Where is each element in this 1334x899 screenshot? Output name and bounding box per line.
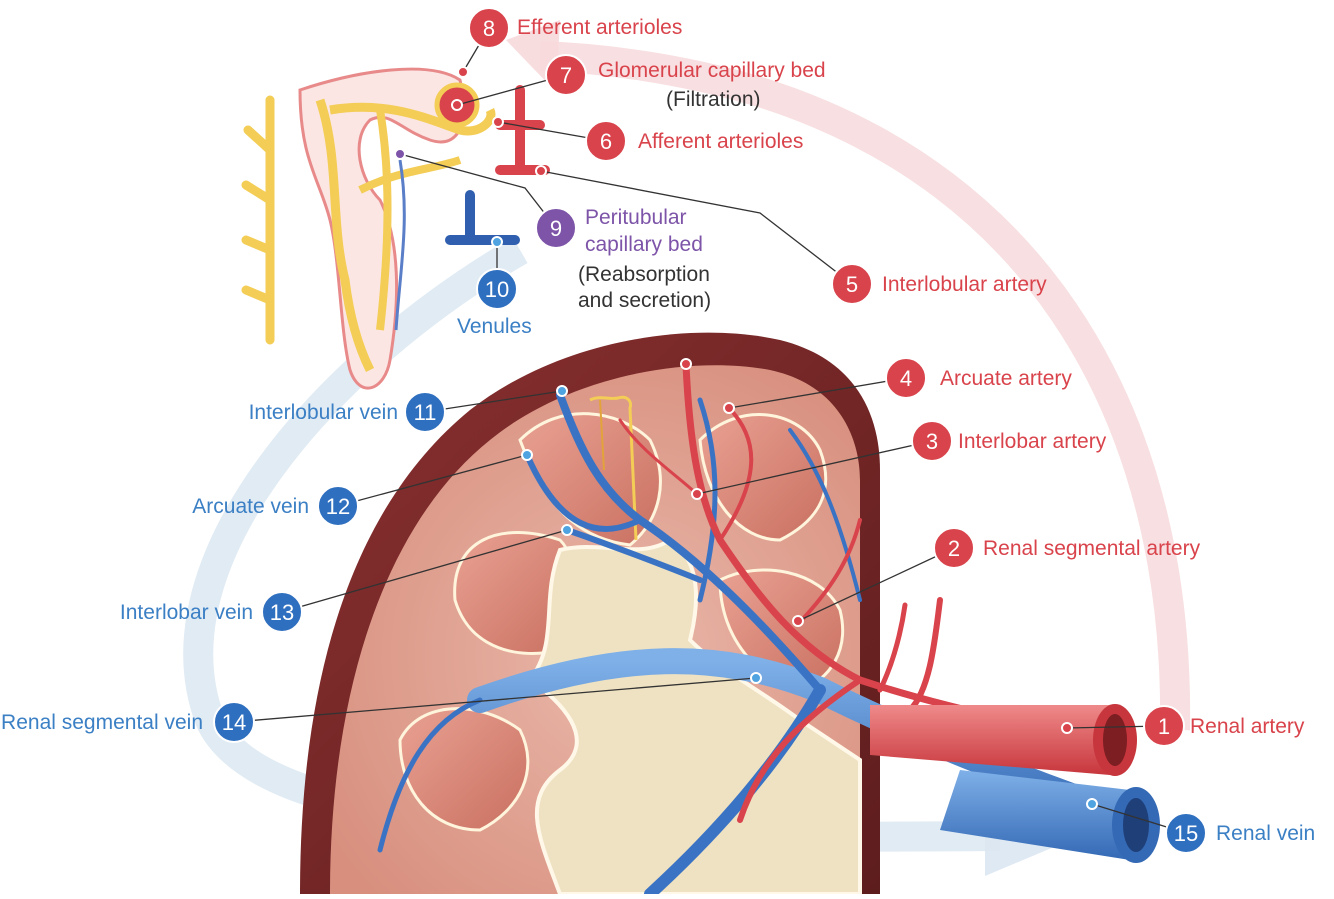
svg-text:13: 13 bbox=[270, 600, 294, 625]
label-interlobar-artery: Interlobar artery bbox=[958, 430, 1107, 453]
label-renal-segmental-vein: Renal segmental vein bbox=[1, 711, 203, 734]
svg-text:15: 15 bbox=[1174, 821, 1198, 846]
badge-14: 14 bbox=[213, 701, 255, 743]
label-reabsorption-line1: (Reabsorption bbox=[578, 263, 710, 286]
label-arcuate-vein: Arcuate vein bbox=[192, 495, 309, 518]
badge-11: 11 bbox=[404, 391, 446, 433]
leader-dots bbox=[394, 66, 1098, 810]
badge-10: 10 bbox=[476, 268, 518, 310]
badge-3: 3 bbox=[911, 420, 953, 462]
badge-13: 13 bbox=[261, 591, 303, 633]
label-arcuate-artery: Arcuate artery bbox=[940, 367, 1072, 390]
label-renal-vein: Renal vein bbox=[1216, 822, 1315, 845]
svg-text:12: 12 bbox=[326, 494, 350, 519]
label-renal-segmental-artery: Renal segmental artery bbox=[983, 537, 1201, 560]
badge-1: 1 bbox=[1143, 705, 1185, 747]
label-glomerular-capillary-bed: Glomerular capillary bed bbox=[598, 59, 826, 82]
svg-text:2: 2 bbox=[948, 536, 960, 561]
label-filtration: (Filtration) bbox=[666, 88, 761, 111]
svg-text:10: 10 bbox=[485, 277, 509, 302]
svg-text:8: 8 bbox=[483, 16, 495, 41]
nephron-detail bbox=[241, 67, 550, 390]
svg-text:7: 7 bbox=[560, 63, 572, 88]
badge-7: 7 bbox=[545, 54, 587, 96]
label-interlobular-vein: Interlobular vein bbox=[249, 401, 398, 424]
label-efferent-arterioles: Efferent arterioles bbox=[517, 16, 682, 39]
badge-15: 15 bbox=[1165, 812, 1207, 854]
renal-vein-vessel bbox=[940, 770, 1160, 863]
label-venules: Venules bbox=[457, 315, 532, 338]
label-afferent-arterioles: Afferent arterioles bbox=[638, 130, 803, 153]
label-renal-artery: Renal artery bbox=[1190, 715, 1305, 738]
label-peritubular-line2: capillary bed bbox=[585, 233, 703, 256]
svg-text:14: 14 bbox=[222, 710, 246, 735]
badge-6: 6 bbox=[585, 120, 627, 162]
svg-text:4: 4 bbox=[900, 366, 912, 391]
label-interlobular-artery: Interlobular artery bbox=[882, 273, 1047, 296]
svg-text:1: 1 bbox=[1158, 714, 1170, 739]
badge-4: 4 bbox=[885, 357, 927, 399]
svg-text:9: 9 bbox=[550, 216, 562, 241]
svg-text:5: 5 bbox=[846, 272, 858, 297]
renal-artery-vessel bbox=[870, 704, 1137, 776]
svg-text:3: 3 bbox=[926, 429, 938, 454]
label-reabsorption-line2: and secretion) bbox=[578, 289, 711, 312]
svg-text:6: 6 bbox=[600, 129, 612, 154]
badge-8: 8 bbox=[468, 7, 510, 49]
badge-12: 12 bbox=[317, 485, 359, 527]
svg-text:11: 11 bbox=[414, 400, 437, 425]
badge-2: 2 bbox=[933, 527, 975, 569]
label-interlobar-vein: Interlobar vein bbox=[120, 601, 253, 624]
label-peritubular-line1: Peritubular bbox=[585, 206, 687, 229]
badge-9: 9 bbox=[535, 207, 577, 249]
badge-5: 5 bbox=[831, 263, 873, 305]
